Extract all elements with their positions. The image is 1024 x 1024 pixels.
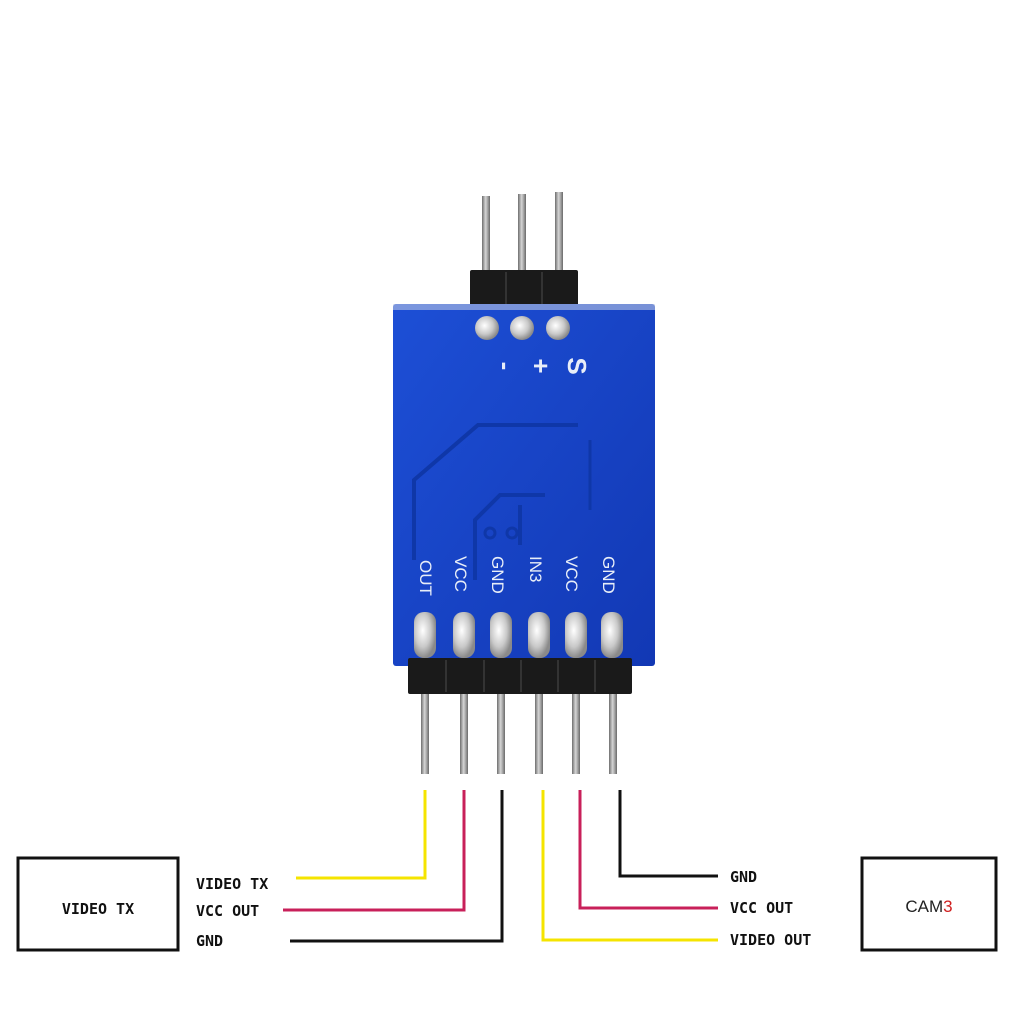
left-wires	[283, 790, 504, 943]
pcb-trace	[473, 493, 545, 580]
video-tx-box	[16, 856, 180, 952]
video-tx-device: VIDEO TX VIDEO TX VCC OUT GND	[16, 856, 268, 952]
wire-vcc-out-left	[283, 790, 466, 912]
cam-label-number: 3	[943, 897, 952, 916]
top-pad-minus	[475, 316, 499, 340]
top-pad-plus	[510, 316, 534, 340]
wire-vcc-out-right	[578, 790, 718, 910]
cam-box	[860, 856, 998, 952]
wire-label-gnd-right: GND	[730, 868, 757, 886]
pad-mark-plus: +	[526, 358, 556, 373]
top-header-housing	[470, 270, 578, 306]
bottom-pin-gnd	[497, 694, 505, 774]
pin-label-vcc-2: VCC	[562, 556, 581, 592]
wire-video-out	[541, 790, 718, 942]
wire-label-gnd-left: GND	[196, 932, 223, 950]
cam-device: CAM3 GND VCC OUT VIDEO OUT	[730, 856, 998, 952]
bottom-pin-in3	[535, 694, 543, 774]
bottom-pin-vcc	[460, 694, 468, 774]
bottom-pin-gnd-2	[609, 694, 617, 774]
top-pin-2	[518, 194, 526, 286]
pin-label-gnd: GND	[488, 556, 507, 594]
pad-mark-signal: S	[562, 357, 592, 374]
wire-video-tx	[296, 790, 427, 880]
bottom-pin-out	[421, 694, 429, 774]
pin-label-vcc: VCC	[451, 556, 470, 592]
top-pin-1	[482, 196, 490, 286]
video-tx-box-label: VIDEO TX	[62, 900, 134, 918]
wire-label-vcc-out-left: VCC OUT	[196, 902, 259, 920]
wire-label-vcc-out-right: VCC OUT	[730, 899, 793, 917]
wire-gnd-left	[290, 790, 504, 943]
pcb-body	[393, 304, 655, 666]
bottom-header	[408, 658, 632, 774]
wire-gnd-right	[618, 790, 718, 878]
wire-label-video-out: VIDEO OUT	[730, 931, 811, 949]
cam-label-text: CAM	[905, 897, 943, 916]
top-header-pins	[470, 192, 578, 306]
right-wires	[541, 790, 718, 942]
pin-label-in3: IN3	[526, 556, 545, 582]
top-pin-3	[555, 192, 563, 286]
pad-mark-minus: -	[491, 362, 521, 371]
cam-box-label: CAM3	[905, 897, 952, 916]
bottom-pin-vcc-2	[572, 694, 580, 774]
pin-label-gnd-2: GND	[599, 556, 618, 594]
pin-label-out: OUT	[416, 560, 435, 596]
pcb-trace	[412, 423, 578, 560]
wire-label-video-tx: VIDEO TX	[196, 875, 268, 893]
pcb-board: - + S OUT VCC GND IN3 VCC GND	[393, 304, 655, 666]
top-pad-signal	[546, 316, 570, 340]
bottom-solder-pads	[414, 612, 623, 658]
